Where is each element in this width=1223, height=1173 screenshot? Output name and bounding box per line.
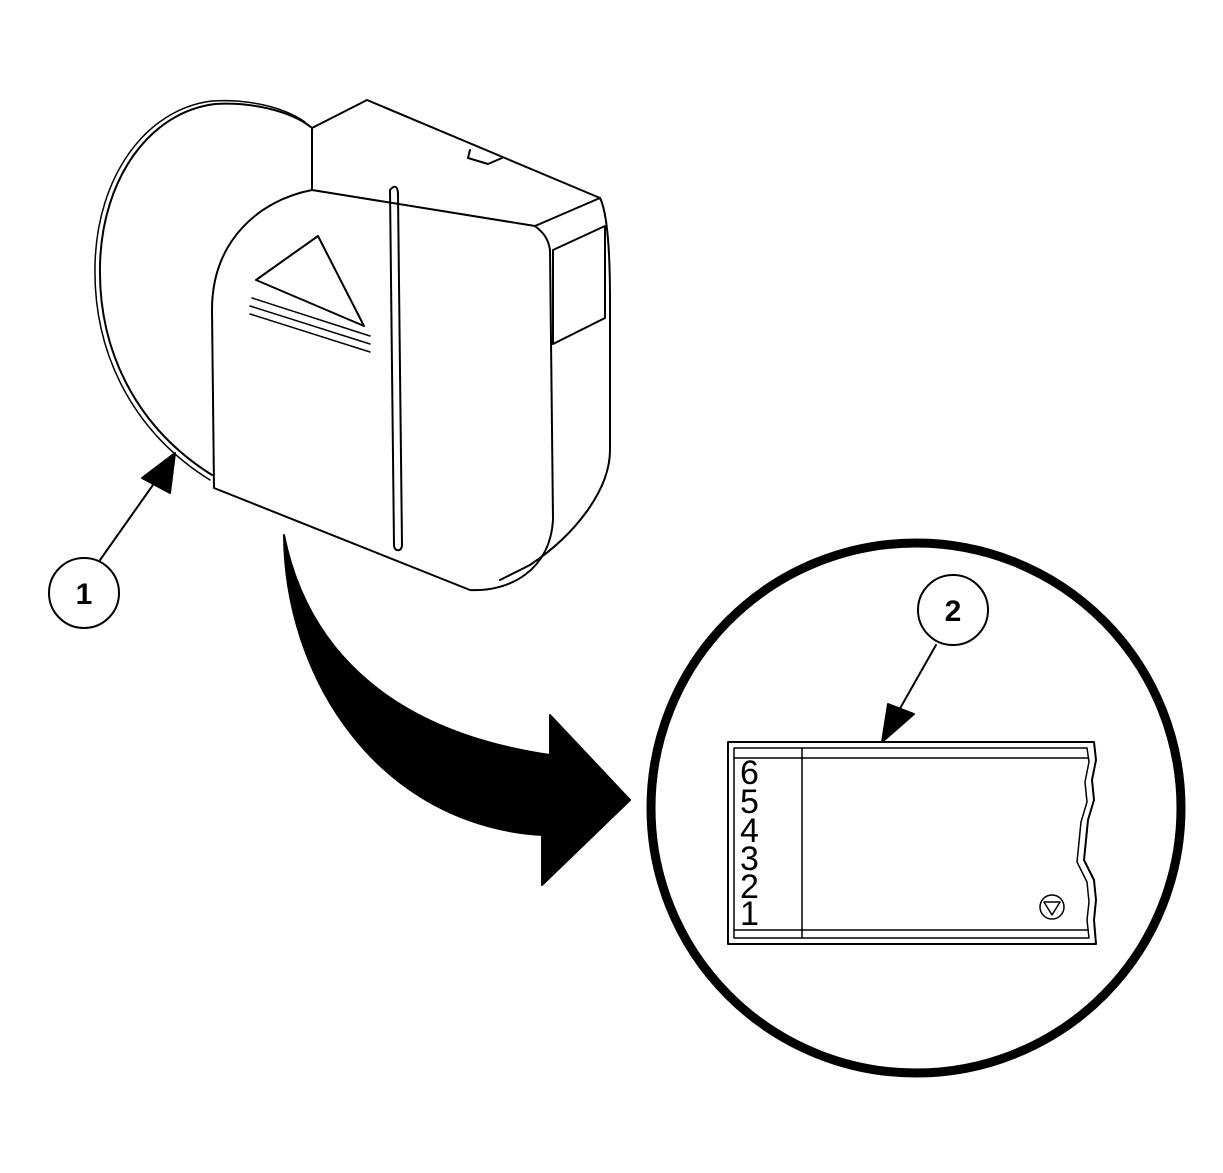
emblem-line-3	[249, 313, 371, 353]
callout-1-leader	[99, 474, 161, 561]
scale-number: 4	[740, 812, 759, 850]
callout-2-label: 2	[945, 595, 962, 628]
component-back-lobe-inner	[94, 99, 306, 481]
component-top-face	[311, 99, 601, 199]
scale-number: 2	[740, 868, 759, 906]
warning-triangle-icon	[255, 235, 365, 327]
component-front-top-edge	[311, 127, 601, 227]
callout-2-circle	[917, 574, 989, 646]
scale-number-column: 6 5 4 3 2 1	[740, 754, 759, 933]
component-slot	[389, 185, 403, 552]
detail-view-arrow	[283, 534, 631, 886]
callout-1-circle	[48, 557, 120, 629]
label-panel-inner	[733, 747, 1090, 939]
callout-1-label: 1	[76, 578, 93, 611]
callout-2-arrowhead	[881, 703, 915, 743]
component-front-face	[211, 189, 554, 592]
callout-2-leader	[897, 644, 937, 713]
label-panel: 6 5 4 3 2 1	[727, 741, 1097, 945]
callout-2-group: 2	[881, 574, 989, 743]
component-side-window	[552, 225, 606, 345]
triangle-down-in-circle-icon	[1039, 894, 1065, 920]
scale-number: 5	[740, 783, 759, 821]
label-panel-outer	[727, 741, 1097, 945]
component-back-lobe	[98, 102, 313, 476]
callout-1-group: 1	[48, 452, 176, 629]
component-right-face	[499, 197, 611, 581]
emblem-line-2	[249, 305, 371, 345]
scale-number: 3	[740, 840, 759, 878]
scale-number: 1	[740, 895, 759, 933]
component-top-tab	[467, 149, 503, 165]
emblem-line-1	[251, 297, 371, 337]
component-assembly	[94, 99, 611, 592]
scale-number: 6	[740, 754, 759, 792]
callout-1-arrowhead	[141, 452, 176, 494]
detail-view-circle	[646, 538, 1186, 1078]
